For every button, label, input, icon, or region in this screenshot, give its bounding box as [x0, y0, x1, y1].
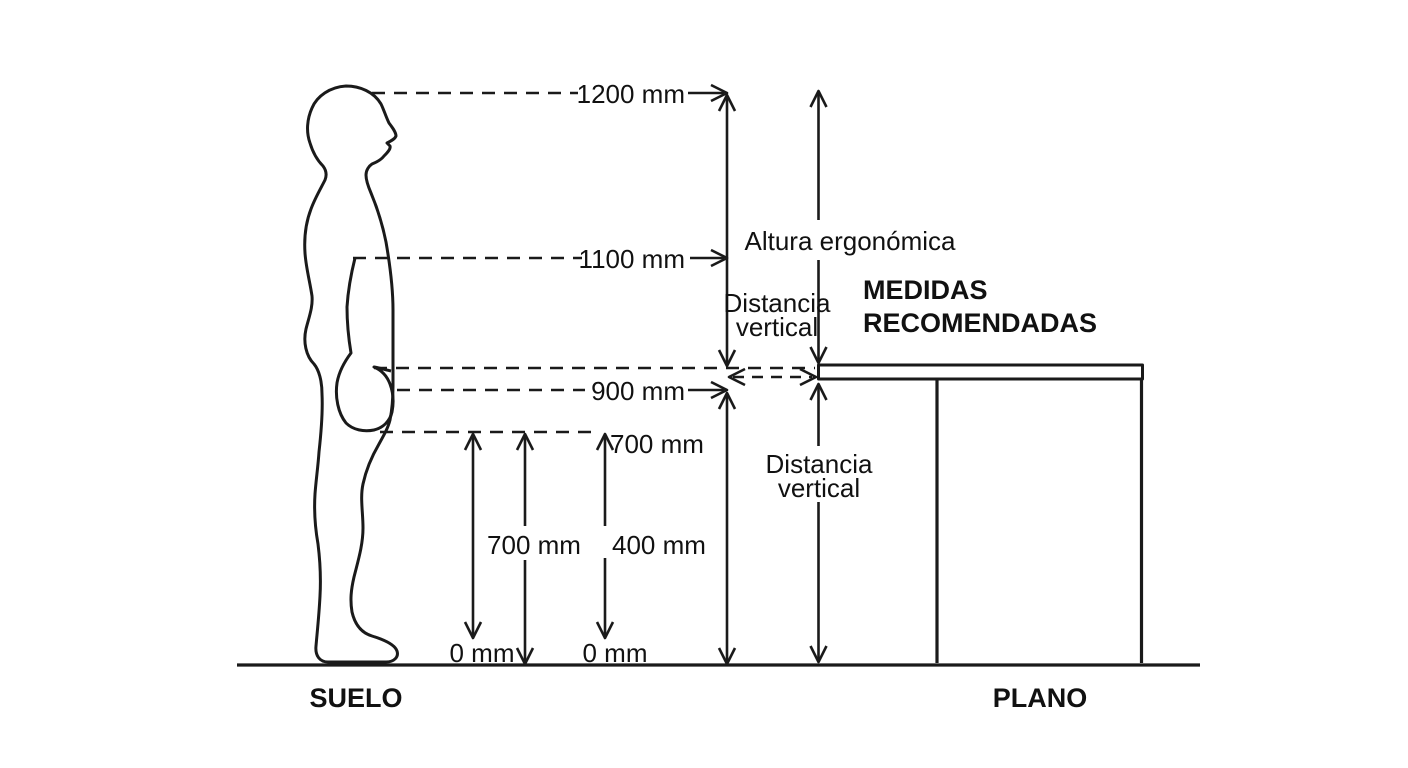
label-1100mm: 1100 mm	[579, 244, 685, 274]
label-1200mm: 1200 mm	[577, 79, 685, 109]
label-400mm-dim: 400 mm	[612, 530, 706, 560]
diagram-title-line2: RECOMENDADAS	[863, 308, 1097, 338]
label-900mm: 900 mm	[591, 376, 685, 406]
label-floor: SUELO	[309, 683, 402, 713]
label-0mm-right: 0 mm	[583, 638, 648, 668]
label-vertical-distance-lower-1: Distancia	[766, 449, 873, 479]
diagram-title-line1: MEDIDAS	[863, 275, 988, 305]
dimension-line-400	[595, 432, 615, 640]
dimension-line-zero-left	[463, 432, 483, 640]
label-ergonomic-height: Altura ergonómica	[745, 226, 957, 256]
label-700mm-dim: 700 mm	[487, 530, 581, 560]
label-vertical-distance-lower-2: vertical	[778, 473, 860, 503]
dimension-line-table-to-ground	[809, 382, 828, 664]
table-top	[817, 363, 1144, 381]
pointer-arrow-900	[688, 380, 729, 400]
person-arm-hand	[334, 257, 395, 433]
dimension-line-900-to-ground	[717, 391, 737, 666]
pointer-arrow-1200	[688, 83, 729, 103]
label-vertical-distance-upper-1: Distancia	[724, 288, 831, 318]
dimension-line-ergonomic-height	[809, 89, 828, 365]
label-0mm-left: 0 mm	[450, 638, 515, 668]
pointer-arrow-1100	[690, 248, 729, 268]
person-silhouette	[303, 84, 399, 664]
label-700mm-level: 700 mm	[610, 429, 704, 459]
label-vertical-distance-upper-2: vertical	[736, 312, 818, 342]
horizontal-gap-arrow	[727, 367, 818, 387]
dimension-line-upper-left	[717, 93, 737, 368]
dimension-line-700	[515, 432, 535, 666]
label-plane: PLANO	[993, 683, 1088, 713]
